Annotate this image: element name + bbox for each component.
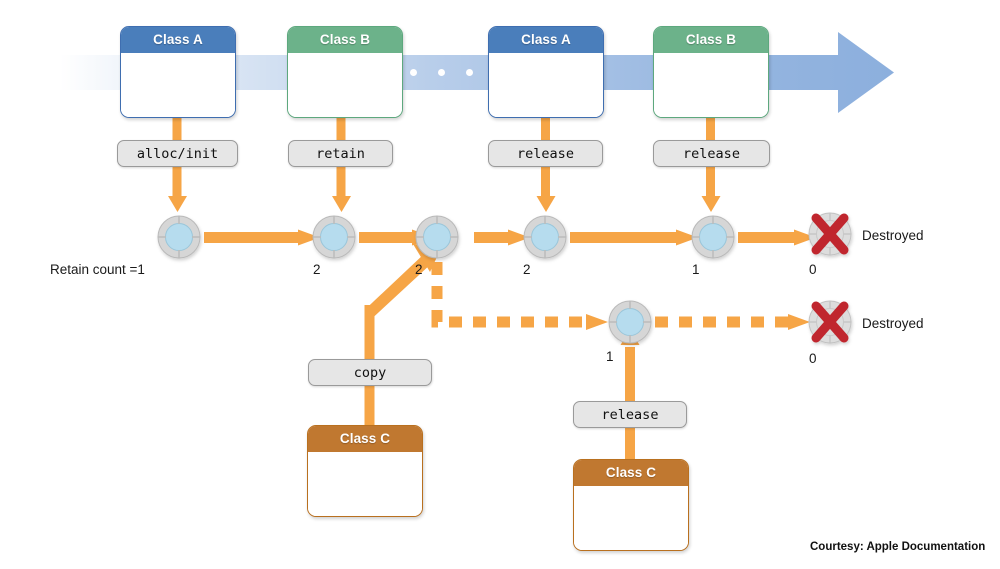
class-box-title: Class C <box>574 460 688 486</box>
class-box-body <box>574 486 688 550</box>
copy-branch-arrow <box>364 244 442 425</box>
retain-count-object-2: 2 <box>313 262 321 277</box>
class-box-class-c-2[interactable]: Class C <box>573 459 689 551</box>
credit-text: Courtesy: Apple Documentation <box>810 541 986 553</box>
method-pill-retain[interactable]: retain <box>288 140 393 167</box>
retain-count-object-4: 2 <box>523 262 531 277</box>
retain-count-object-7: 1 <box>606 349 614 364</box>
retain-count-flow-arrows <box>168 116 816 246</box>
timeline-arrow <box>60 32 894 113</box>
ellipsis-dot <box>410 69 417 76</box>
retain-count-object-8: 0 <box>809 351 817 366</box>
class-box-title: Class A <box>489 27 603 53</box>
destroyed-x-icon <box>811 213 849 255</box>
class-box-body <box>654 53 768 117</box>
object-icon-alive <box>691 215 735 259</box>
object-icon-alive <box>312 215 356 259</box>
method-pill-alloc-init[interactable]: alloc/init <box>117 140 238 167</box>
class-box-class-a-1[interactable]: Class A <box>120 26 236 118</box>
method-pill-release-2[interactable]: release <box>653 140 770 167</box>
method-pill-copy[interactable]: copy <box>308 359 432 386</box>
class-box-body <box>288 53 402 117</box>
destroyed-x-icon <box>811 301 849 343</box>
object-icon-alive <box>523 215 567 259</box>
copied-object-dashed-path <box>431 262 810 330</box>
retain-count-object-6: 0 <box>809 262 817 277</box>
class-box-body <box>308 452 422 516</box>
class-box-class-a-2[interactable]: Class A <box>488 26 604 118</box>
object-icon-destroyed <box>808 212 852 256</box>
class-box-body <box>489 53 603 117</box>
object-icons-group <box>157 212 852 344</box>
method-pill-release-3[interactable]: release <box>573 401 687 428</box>
class-box-class-c-1[interactable]: Class C <box>307 425 423 517</box>
object-icon-alive <box>415 215 459 259</box>
class-box-title: Class B <box>654 27 768 53</box>
destroyed-label-2: Destroyed <box>862 316 924 331</box>
destroyed-label-1: Destroyed <box>862 228 924 243</box>
retain-count-object-3: 2 <box>415 262 423 277</box>
class-box-body <box>121 53 235 117</box>
object-icon-alive <box>157 215 201 259</box>
object-icon-destroyed <box>808 300 852 344</box>
object-icon-alive <box>608 300 652 344</box>
ellipsis-dot <box>466 69 473 76</box>
retain-count-label-initial: Retain count =1 <box>50 262 145 277</box>
class-box-title: Class A <box>121 27 235 53</box>
class-box-title: Class B <box>288 27 402 53</box>
class-box-title: Class C <box>308 426 422 452</box>
retain-count-object-5: 1 <box>692 262 700 277</box>
class-box-class-b-1[interactable]: Class B <box>287 26 403 118</box>
release-branch-arrow <box>620 329 640 461</box>
class-box-class-b-2[interactable]: Class B <box>653 26 769 118</box>
ellipsis-dot <box>438 69 445 76</box>
timeline-ellipsis <box>410 69 480 79</box>
method-pill-release-1[interactable]: release <box>488 140 603 167</box>
